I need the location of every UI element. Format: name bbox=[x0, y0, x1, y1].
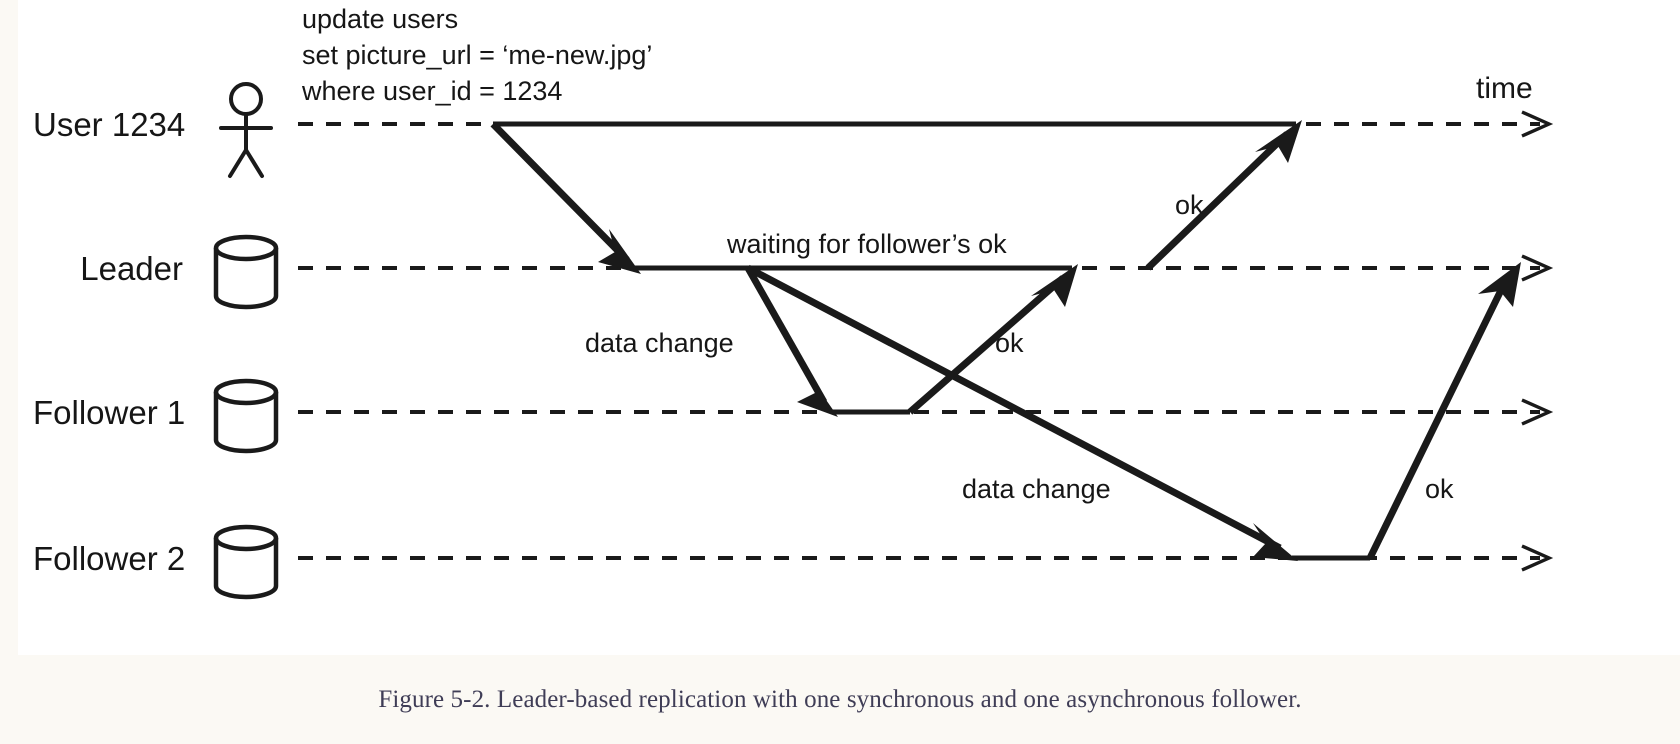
database-cylinder-icon-follower2 bbox=[213, 524, 279, 600]
figure-caption: Figure 5-2. Leader-based replication wit… bbox=[378, 685, 1302, 713]
message-label-data-change-2: data change bbox=[962, 474, 1111, 504]
figure-caption-band: Figure 5-2. Leader-based replication wit… bbox=[0, 655, 1680, 744]
participant-label-leader: Leader bbox=[80, 250, 183, 287]
participant-label-follower1: Follower 1 bbox=[33, 394, 185, 431]
actor-stick-figure-icon bbox=[219, 82, 273, 178]
message-arrow-ok-follower2 bbox=[1366, 262, 1521, 560]
query-line-2: set picture_url = ‘me-new.jpg’ bbox=[302, 40, 652, 70]
time-axis-label: time bbox=[1476, 72, 1533, 105]
message-label-ok-follower1: ok bbox=[995, 328, 1024, 358]
left-margin-strip bbox=[0, 0, 18, 655]
message-label-data-change-1: data change bbox=[585, 328, 734, 358]
query-line-1: update users bbox=[302, 4, 458, 34]
message-arrow-write-request bbox=[490, 121, 641, 274]
message-arrow-data-change-follower2 bbox=[746, 264, 1298, 561]
message-arrow-ok-user bbox=[1145, 120, 1302, 271]
query-text-block: update users set picture_url = ‘me-new.j… bbox=[301, 4, 652, 106]
message-label-ok-user: ok bbox=[1175, 190, 1204, 220]
message-arrow-ok-follower1 bbox=[907, 264, 1078, 415]
sequence-diagram-canvas: update users set picture_url = ‘me-new.j… bbox=[33, 4, 1554, 600]
message-label-ok-follower2: ok bbox=[1425, 474, 1454, 504]
query-line-3: where user_id = 1234 bbox=[301, 76, 562, 106]
message-arrow-data-change-follower1 bbox=[744, 266, 838, 417]
database-cylinder-icon-leader bbox=[213, 234, 279, 310]
lifeline-follower1 bbox=[298, 398, 1554, 426]
participant-label-follower2: Follower 2 bbox=[33, 540, 185, 577]
lifeline-follower2 bbox=[298, 544, 1554, 572]
database-cylinder-icon-follower1 bbox=[213, 378, 279, 454]
participant-label-user: User 1234 bbox=[33, 106, 185, 143]
message-label-waiting: waiting for follower’s ok bbox=[726, 229, 1007, 259]
